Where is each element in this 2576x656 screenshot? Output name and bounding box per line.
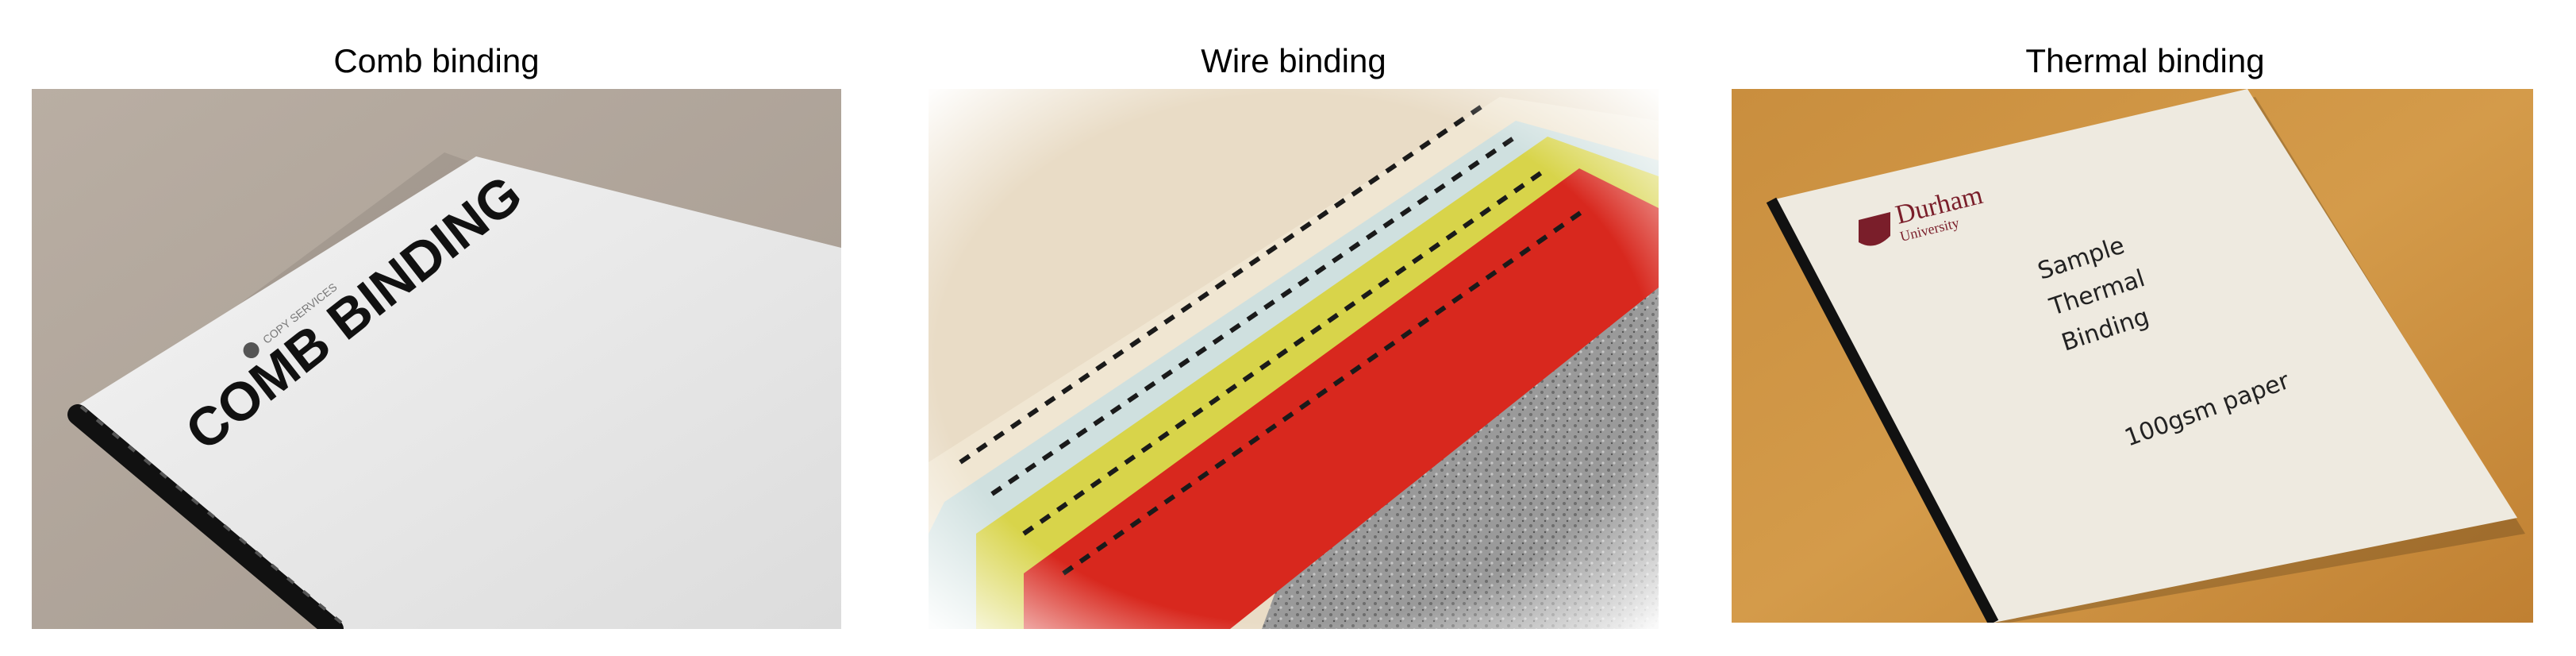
wire-binding-photo — [929, 89, 1659, 629]
comb-binding-caption: Comb binding — [333, 42, 540, 79]
wire-binding-caption: Wire binding — [1201, 42, 1386, 79]
thermal-binding-photo: Durham University Sample Thermal Binding… — [1732, 89, 2533, 623]
thermal-binding-caption: Thermal binding — [2025, 42, 2265, 79]
comb-spine — [67, 404, 344, 629]
comb-binding-photo: COMB BINDING COPY SERVICES — [32, 89, 841, 629]
